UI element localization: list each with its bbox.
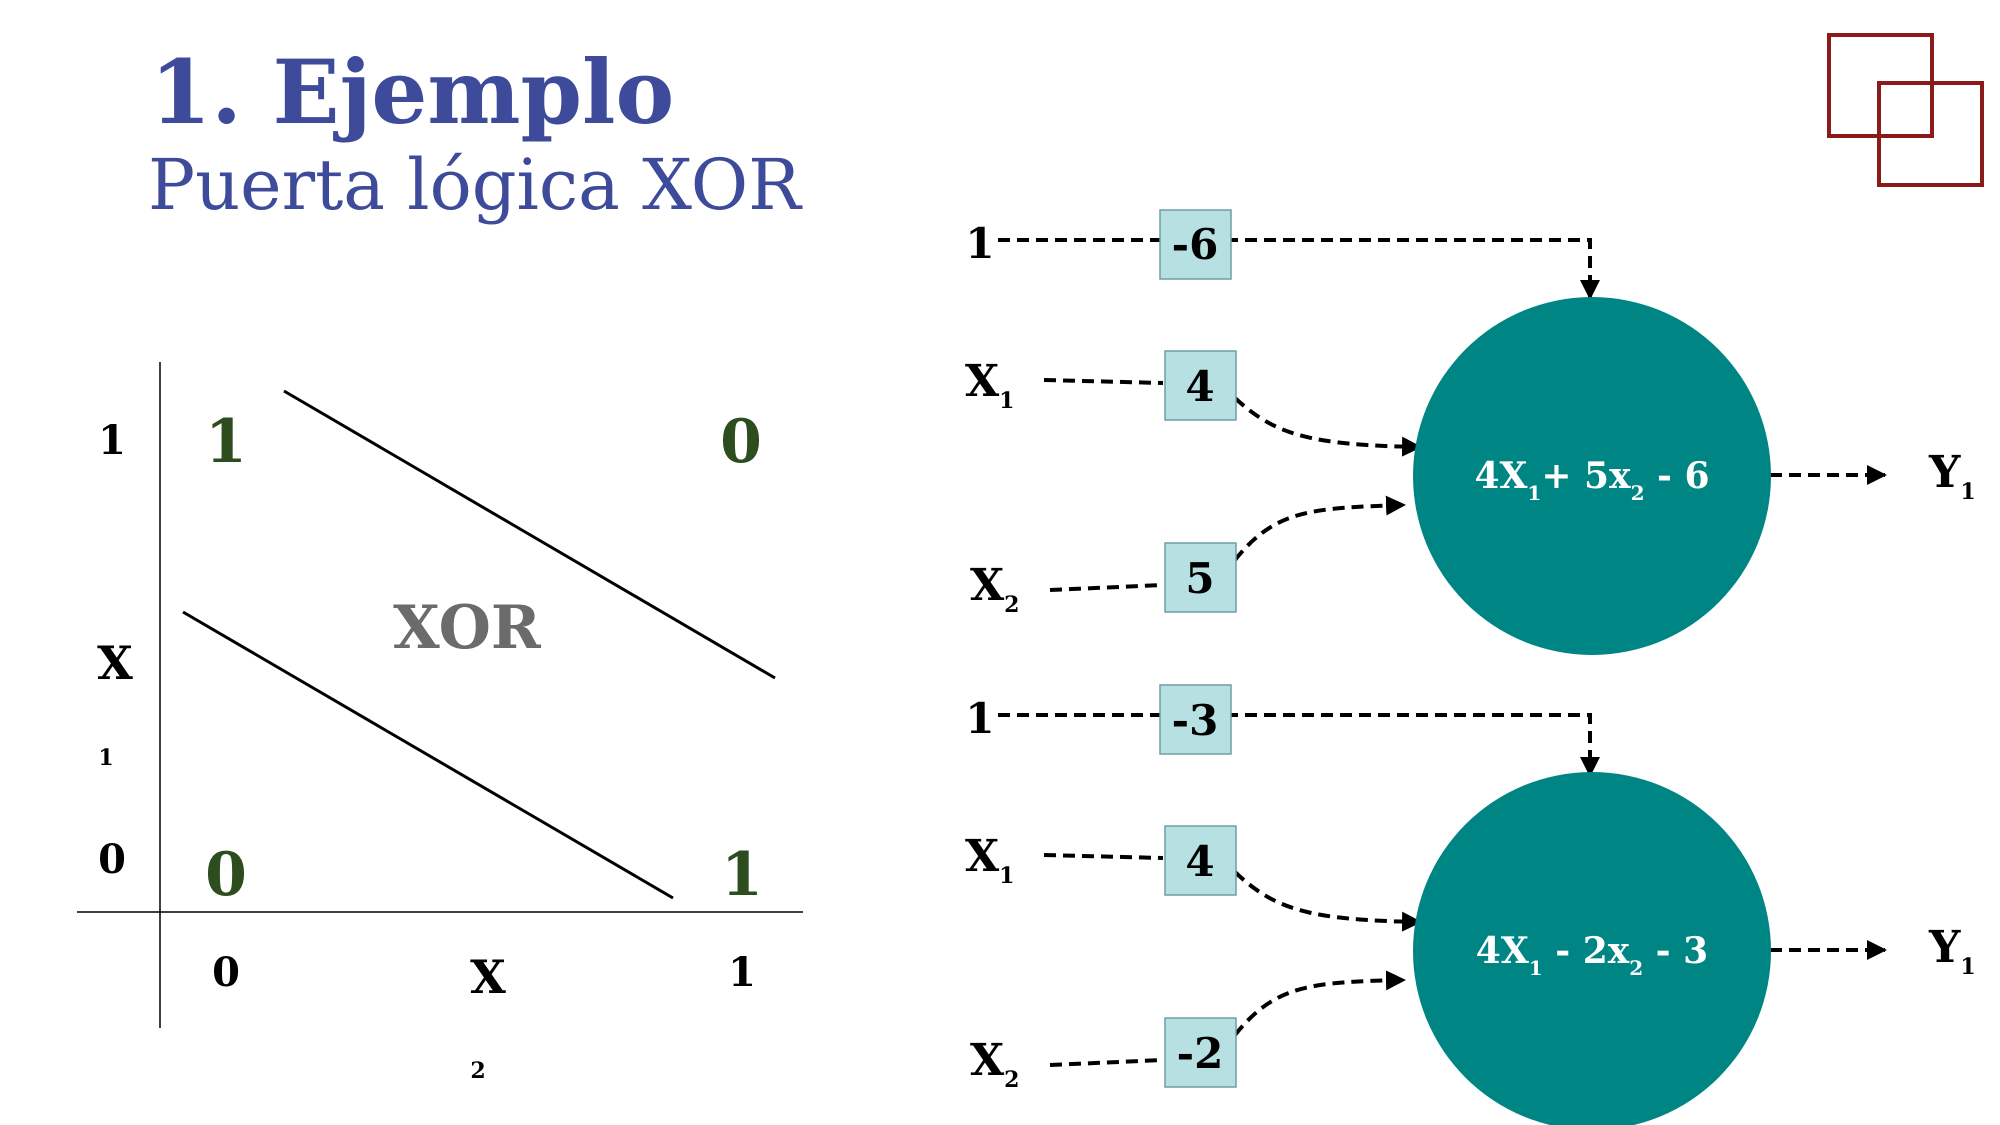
x-tick-0: 0 xyxy=(212,949,240,996)
n2-x1-line-b xyxy=(1233,870,1422,932)
cell-value-bottom-right: 1 xyxy=(721,840,763,910)
x-tick-1: 1 xyxy=(728,949,756,996)
xor-center-label: XOR xyxy=(393,593,542,663)
cell-value-top-left: 1 xyxy=(205,407,247,477)
n2-bias-weight-box xyxy=(1159,684,1232,755)
n1-w1-box xyxy=(1164,350,1237,421)
neuron-2-group: 4X1 - 2x2 - 3 -3 4 -2 1 X1 X2 Y1 xyxy=(965,684,1976,1125)
n2-output-label: Y1 xyxy=(1928,922,1976,980)
y-tick-0: 0 xyxy=(98,836,126,883)
n1-x1-line-b xyxy=(1233,396,1422,457)
cell-value-top-right: 0 xyxy=(720,407,762,477)
n2-x2-label: X2 xyxy=(970,1035,1019,1093)
slide-subtitle: Puerta lógica XOR xyxy=(148,144,801,226)
n1-formula: 4X1+ 5x2 - 6 xyxy=(1474,455,1709,505)
n1-x2-line-a xyxy=(1049,583,1164,592)
n1-output-main: Y xyxy=(1928,447,1961,498)
n1-w1: 4 xyxy=(1185,362,1214,411)
y-tick-1: 1 xyxy=(98,417,126,464)
n1-bias-input: 1 xyxy=(965,219,994,268)
n1-w2-box xyxy=(1164,542,1237,613)
n1-formula-a-sub: 1 xyxy=(1527,481,1541,505)
n2-x1-line-a xyxy=(1043,853,1164,860)
n1-x2-sub: 2 xyxy=(1004,592,1019,618)
neuron-1-group: 4X1+ 5x2 - 6 -6 4 5 1 X1 X2 Y1 xyxy=(965,209,1976,655)
n1-bias-weight-box xyxy=(1159,209,1232,280)
x-axis-label-sub: 2 xyxy=(470,1058,485,1084)
n2-x1-sub: 1 xyxy=(999,863,1014,889)
n1-x2-line-b xyxy=(1233,495,1406,562)
n2-w1-box xyxy=(1164,825,1237,896)
n2-x1-label: X1 xyxy=(965,831,1014,889)
n2-output-sub: 1 xyxy=(1960,954,1975,980)
n1-x1-line-a xyxy=(1043,378,1164,385)
n2-w2-box xyxy=(1164,1017,1237,1088)
n2-x2-line-b xyxy=(1233,970,1406,1037)
n2-formula-c: - 3 xyxy=(1643,930,1708,972)
n2-x2-line-a xyxy=(1049,1058,1164,1067)
n2-x1-main: X xyxy=(965,831,1000,882)
n2-x2-sub: 2 xyxy=(1004,1067,1019,1093)
n1-formula-c: - 6 xyxy=(1644,455,1709,497)
n2-formula-b: - 2x xyxy=(1543,930,1630,972)
upper-decision-line xyxy=(283,389,776,680)
y-axis-label: X xyxy=(97,636,133,690)
n2-bias-input: 1 xyxy=(965,694,994,743)
n2-w2: -2 xyxy=(1177,1029,1224,1078)
n1-bias-line xyxy=(998,238,1600,300)
n1-x2-label: X2 xyxy=(970,560,1019,618)
n2-bias-line xyxy=(998,713,1600,777)
slide-title: 1. Ejemplo xyxy=(150,40,675,144)
x-axis-label: X xyxy=(470,950,506,1004)
xor-plot: 1 0 X 1 0 1 X 2 1 0 0 1 XOR xyxy=(77,362,803,1084)
n2-w1: 4 xyxy=(1185,837,1214,886)
n1-w2: 5 xyxy=(1185,554,1214,603)
lower-decision-line xyxy=(182,610,674,900)
n1-output-sub: 1 xyxy=(1960,479,1975,505)
n2-x2-main: X xyxy=(970,1035,1005,1086)
y-axis-label-sub: 1 xyxy=(98,745,113,771)
n1-x2-main: X xyxy=(970,560,1005,611)
cell-value-bottom-left: 0 xyxy=(205,840,247,910)
n1-formula-b-sub: 2 xyxy=(1631,481,1645,505)
n2-formula: 4X1 - 2x2 - 3 xyxy=(1476,930,1708,980)
n2-output-main: Y xyxy=(1928,922,1961,973)
n2-bias-weight: -3 xyxy=(1172,696,1219,745)
n1-formula-a: 4X xyxy=(1474,455,1527,497)
logo-squares-icon xyxy=(1827,33,1984,187)
n2-formula-a: 4X xyxy=(1476,930,1529,972)
n1-x1-main: X xyxy=(965,356,1000,407)
n2-formula-b-sub: 2 xyxy=(1629,956,1643,980)
n1-x1-sub: 1 xyxy=(999,388,1014,414)
neuron-1-node xyxy=(1413,297,1771,655)
n2-formula-a-sub: 1 xyxy=(1529,956,1543,980)
n1-x1-label: X1 xyxy=(965,356,1014,414)
n1-output-label: Y1 xyxy=(1928,447,1976,505)
n1-formula-b: + 5x xyxy=(1541,455,1631,497)
n1-bias-weight: -6 xyxy=(1172,220,1219,269)
neuron-2-node xyxy=(1413,772,1771,1125)
